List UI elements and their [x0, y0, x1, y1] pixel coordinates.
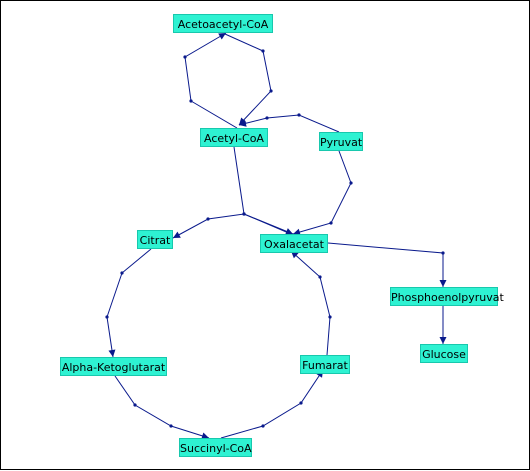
arrowhead — [173, 231, 181, 238]
edge-waypoint — [328, 315, 332, 319]
edge-waypoint — [242, 212, 246, 216]
edge-waypoint — [169, 424, 173, 428]
node-acetoacetyl-coa[interactable]: Acetoacetyl-CoA — [173, 14, 273, 33]
edge-waypoint — [206, 217, 210, 221]
edge-phosphoenolpyruvat-to-glucose — [439, 306, 447, 344]
node-glucose[interactable]: Glucose — [420, 344, 468, 363]
edge-waypoint — [261, 49, 265, 53]
edge-waypoint — [105, 315, 109, 319]
node-acetyl-coa[interactable]: Acetyl-CoA — [200, 128, 268, 147]
arrowhead — [293, 228, 301, 236]
edge-waypoint — [297, 113, 301, 117]
arrowhead — [201, 432, 209, 440]
edge-oxalacetat-to-phosphoenolpyruvat — [327, 242, 447, 287]
edge-acetyl-coa-to-oxalacetat — [233, 146, 294, 235]
edge-waypoint — [133, 403, 137, 407]
edge-fumarat-to-oxalacetat — [290, 250, 332, 356]
node-pyruvat[interactable]: Pyruvat — [319, 132, 363, 151]
edge-waypoint — [269, 89, 273, 93]
arrowhead — [239, 119, 247, 127]
edge-waypoint — [441, 251, 445, 255]
edge-waypoint — [299, 401, 303, 405]
edge-waypoint — [189, 99, 193, 103]
edge-alpha-ketoglutarat-to-succinyl-coa — [114, 375, 210, 440]
edge-waypoint — [261, 424, 265, 428]
node-oxalacetat[interactable]: Oxalacetat — [260, 234, 328, 253]
edge-succinyl-coa-to-fumarat — [220, 369, 324, 439]
edge-waypoint — [120, 271, 124, 275]
edge-pyruvat-to-acetyl-coa — [238, 113, 340, 133]
edge-waypoint — [265, 116, 269, 120]
edge-acetoacetyl-coa-to-acetyl-coa — [224, 33, 273, 126]
arrowhead — [285, 228, 293, 235]
node-succinyl-coa[interactable]: Succinyl-CoA — [179, 438, 252, 457]
arrowhead — [439, 280, 447, 287]
node-phosphoenolpyruvat[interactable]: Phosphoenolpyruvat — [390, 287, 504, 306]
arrowhead — [108, 349, 116, 357]
edge-citrat-to-alpha-ketoglutarat — [105, 248, 152, 358]
node-fumarat[interactable]: Fumarat — [300, 355, 350, 374]
arrowhead — [239, 117, 247, 125]
edge-waypoint — [349, 181, 353, 185]
edge-oxalacetat-to-citrat — [172, 212, 292, 239]
edge-waypoint — [329, 221, 333, 225]
edge-waypoint — [318, 275, 322, 279]
node-alpha-ketoglutarat[interactable]: Alpha-Ketoglutarat — [60, 357, 167, 376]
arrowhead — [218, 33, 226, 40]
edge-acetyl-coa-to-acetoacetyl-coa — [183, 32, 238, 129]
arrowhead — [439, 337, 447, 344]
node-citrat[interactable]: Citrat — [137, 230, 173, 249]
edge-waypoint — [183, 55, 187, 59]
edge-pyruvat-to-oxalacetat — [292, 150, 353, 236]
